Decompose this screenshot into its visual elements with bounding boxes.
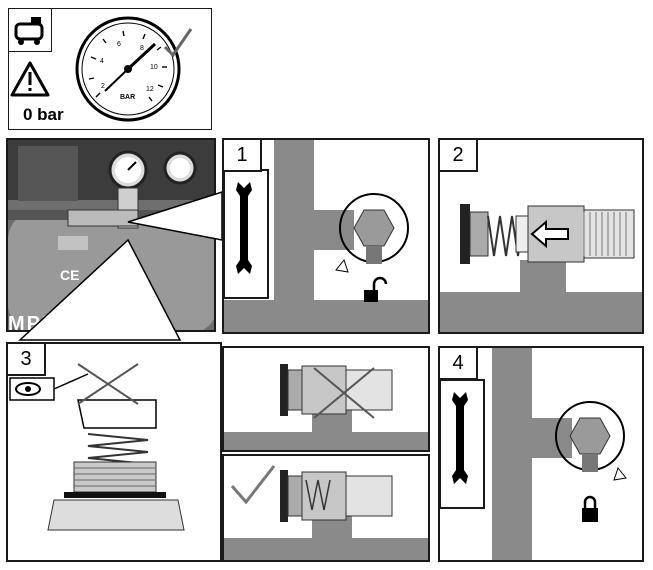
- gauge-tick-4: 4: [100, 58, 104, 65]
- gauge-tick-12: 12: [146, 86, 154, 93]
- compressor-icon-box: [9, 9, 52, 52]
- compressor-photo-panel: CE MPRESS: [6, 138, 216, 332]
- gauge-tick-6: 6: [117, 41, 121, 48]
- cross-icon: [77, 363, 139, 405]
- step-3-correct-panel: [222, 454, 430, 562]
- compressor-photo: CE MPRESS: [8, 140, 214, 332]
- step-4-panel: 4: [438, 346, 644, 562]
- pressure-gauge: 2 4 6 8 10 12 BAR: [75, 16, 193, 122]
- wrench-icon: [452, 392, 468, 484]
- lock-icon: [582, 495, 598, 522]
- checkmark-icon: [230, 465, 276, 505]
- gauge-tick-2: 2: [101, 83, 105, 90]
- gauge-tick-10: 10: [150, 64, 158, 71]
- eye-icon: [15, 382, 41, 396]
- pressure-zero-label: 0 bar: [23, 105, 64, 124]
- checkmark-icon: [163, 28, 193, 58]
- compressor-icon: [14, 17, 44, 45]
- wrench-icon: [236, 182, 252, 274]
- gauge-needle: [126, 42, 157, 71]
- step-number: 3: [8, 344, 46, 376]
- step-3-wrong-panel: [222, 346, 430, 452]
- warning-icon: [10, 61, 50, 97]
- step-3-panel: 3: [6, 342, 222, 562]
- ce-mark: CE: [60, 267, 79, 283]
- step-number: 4: [440, 348, 478, 380]
- step-number: 1: [224, 140, 262, 172]
- cross-icon: [313, 367, 375, 419]
- step-1-panel: 1: [222, 138, 430, 334]
- header-panel: 0 bar 2 4 6 8 10 12 BAR: [8, 8, 212, 130]
- step-number: 2: [440, 140, 478, 172]
- unlock-icon: [364, 276, 388, 302]
- step-2-panel: 2: [438, 138, 644, 334]
- arrow-left-icon: [530, 219, 569, 249]
- gauge-unit: BAR: [120, 94, 135, 101]
- brand-text: MPRESS: [8, 313, 104, 332]
- gauge-tick-8: 8: [140, 45, 144, 52]
